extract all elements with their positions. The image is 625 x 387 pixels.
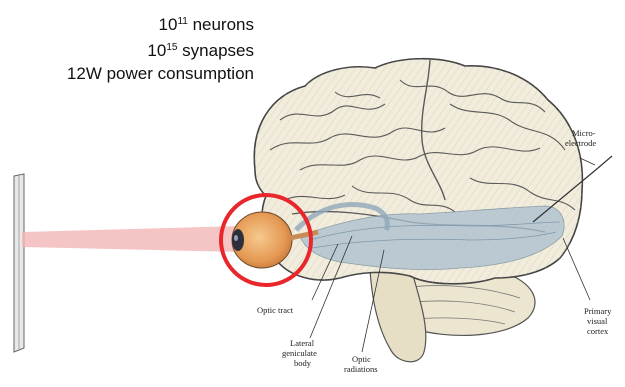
pvc-label-line1: Primary <box>584 306 612 316</box>
micro-label-line1: Micro- <box>572 128 596 138</box>
optic-radiations-line2: radiations <box>344 364 378 374</box>
optic-radiations-line1: Optic <box>352 354 371 364</box>
lgb-label-line1: Lateral <box>290 338 315 348</box>
pvc-label-line3: cortex <box>587 326 609 336</box>
pvc-label-line2: visual <box>587 316 608 326</box>
micro-label-line2: electrode <box>565 138 596 148</box>
optic-tract-label: Optic tract <box>257 305 294 315</box>
lgb-label-line2: geniculate <box>282 348 317 358</box>
image-plane <box>14 174 24 352</box>
light-beam <box>22 226 240 252</box>
lgb-label-line3: body <box>294 358 312 368</box>
